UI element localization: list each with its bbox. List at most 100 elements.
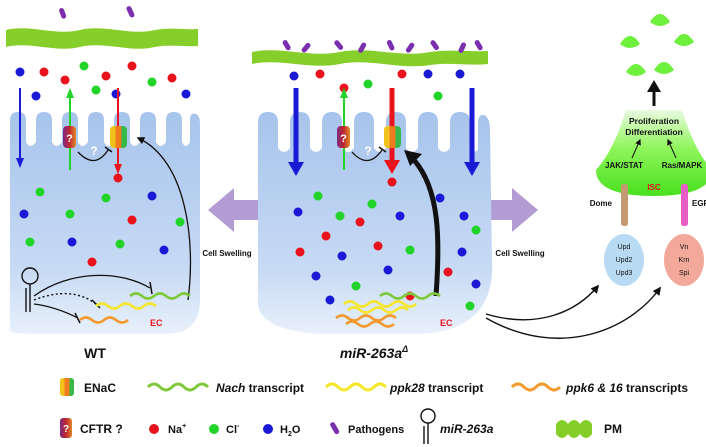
ppk28-transcript	[343, 300, 417, 308]
cl-ion	[35, 187, 45, 197]
progeny-cell	[674, 34, 694, 46]
isc-panel: Proliferation Differentiation JAK/STAT R…	[590, 14, 706, 286]
regulation-question-mark: ?	[364, 144, 371, 158]
wt-mir-263a	[21, 267, 39, 312]
h2o-molecule	[181, 89, 191, 99]
legend-pathogens-label: Pathogens	[348, 424, 404, 436]
spi-ligand: Spi	[679, 270, 690, 277]
pathogen	[334, 40, 344, 50]
cl-ion	[471, 225, 481, 235]
na-influx-arrowhead	[114, 164, 122, 174]
na-influx-arrowhead	[384, 160, 400, 174]
enac-channel	[384, 126, 401, 148]
na-ion	[373, 241, 383, 251]
na-ion	[87, 257, 97, 267]
ppk616-transcript	[335, 314, 397, 322]
cftr-enac-regulation	[351, 149, 383, 162]
egfr-ligands	[664, 234, 704, 286]
na-ion	[443, 267, 453, 277]
cl-ion	[79, 61, 89, 71]
pathogen	[59, 7, 67, 19]
h2o-molecule	[111, 89, 121, 99]
pathogen	[301, 42, 311, 53]
h2o-molecule	[15, 67, 25, 77]
na-ion	[101, 71, 111, 81]
legend-ppk28-label: ppk28 transcript	[389, 381, 483, 395]
h2o-molecule	[455, 69, 465, 79]
mutant-ec-label: EC	[440, 318, 453, 328]
cftr-channel	[63, 126, 76, 148]
mutant-pathogens	[282, 40, 483, 53]
na-ion	[387, 177, 397, 187]
h2o-molecule	[459, 211, 469, 221]
na-ion	[127, 215, 137, 225]
h2o-molecule	[31, 91, 41, 101]
wt-enterocyte-cell	[10, 112, 200, 334]
legend-enac-label: ENaC	[84, 381, 116, 395]
mutant-panel-label: miR-263aΔ	[340, 344, 408, 361]
egfr-receptor	[681, 184, 688, 226]
nach-translation-arrow	[136, 137, 192, 301]
isc-differentiation: Differentiation	[625, 127, 683, 137]
na-ion	[397, 69, 407, 79]
dome-label: Dome	[590, 199, 613, 208]
na-ion	[60, 75, 70, 85]
ppk28-transcript	[347, 306, 409, 314]
pathogen	[474, 40, 483, 51]
legend-cftr-swatch	[60, 418, 72, 438]
cl-ion	[175, 217, 185, 227]
enac-channel	[110, 126, 127, 148]
nach-upregulation-arrowhead	[404, 150, 422, 166]
water-influx-arrowhead	[288, 162, 304, 176]
ppk616-transcript	[345, 320, 395, 328]
wt-peritrophic-matrix	[6, 28, 198, 49]
wt-extracellular-ions	[15, 61, 191, 101]
regulation-question-mark: ?	[90, 144, 97, 158]
legend-na-label: Na+	[168, 423, 186, 436]
pathogen	[282, 40, 291, 51]
pathogen	[430, 40, 439, 51]
pathogen	[358, 42, 367, 53]
legend-pathogen-swatch	[330, 422, 340, 435]
nach-transcript	[379, 292, 441, 300]
progeny-cell	[620, 36, 640, 48]
cl-ion	[65, 209, 75, 219]
h2o-molecule	[423, 69, 433, 79]
pathogen	[126, 6, 135, 18]
isc-label: ISC	[647, 183, 661, 192]
h2o-molecule	[395, 211, 405, 221]
legend-h2o-label: H2O	[280, 424, 301, 438]
upd-ligand: Upd	[618, 244, 631, 251]
svg-text:?: ?	[63, 424, 69, 435]
na-ion	[167, 73, 177, 83]
na-ion	[321, 231, 331, 241]
wt-panel: ? ?	[6, 6, 200, 361]
h2o-molecule	[383, 265, 393, 275]
legend-pm-swatch	[556, 420, 592, 438]
legend-cl-swatch	[209, 424, 219, 434]
krn-ligand: Krn	[679, 257, 690, 264]
legend-ppk28-swatch	[324, 382, 388, 392]
legend-enac-swatch	[60, 378, 74, 396]
h2o-molecule	[337, 251, 347, 261]
mir-inhibits-ppk616	[33, 303, 79, 319]
cl-ion	[351, 281, 361, 291]
isc-proliferation: Proliferation	[629, 116, 679, 126]
legend-cftr-label: CFTR ?	[80, 422, 123, 436]
mutant-extracellular-ions	[289, 69, 465, 101]
legend-nach-label: Nach transcript	[216, 381, 304, 395]
cl-ion	[101, 193, 111, 203]
cl-ion	[147, 77, 157, 87]
ppk28-transcript	[95, 302, 157, 310]
cftr-question-mark: ?	[66, 133, 73, 145]
mutant-panel: ? ?	[252, 40, 493, 361]
progeny-cell	[654, 62, 674, 74]
cl-ion	[363, 79, 373, 89]
progeny-cell	[650, 14, 670, 26]
cftr-question-mark: ?	[340, 133, 347, 145]
wt-ec-label: EC	[150, 318, 163, 328]
mir-inhibits-ppk28	[33, 292, 97, 305]
legend-ppk616-label: ppk6 & 16 transcripts	[565, 381, 688, 395]
cell-swelling-label-right: Cell Swelling	[495, 249, 544, 258]
cell-swelling-arrow-right	[486, 188, 538, 232]
